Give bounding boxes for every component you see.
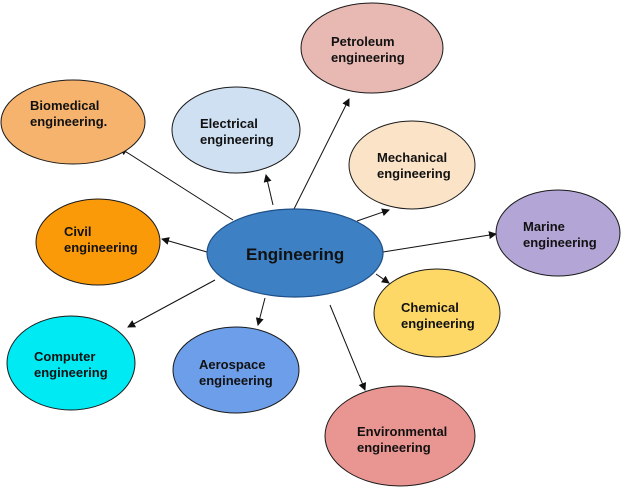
node-aerospace-label-line: engineering	[199, 373, 273, 388]
node-chemical-ellipse	[373, 268, 501, 358]
node-aerospace-ellipse	[172, 326, 300, 414]
node-biomedical-ellipse	[0, 79, 146, 165]
node-mechanical-label-line: engineering	[377, 166, 451, 181]
node-electrical-label-line: Electrical	[200, 116, 258, 131]
node-marine-label-line: engineering	[523, 235, 597, 250]
node-environmental-ellipse	[324, 385, 476, 487]
node-environmental-label-line: engineering	[357, 440, 431, 455]
node-petroleum-ellipse	[300, 2, 444, 94]
center-node: Engineering	[206, 208, 384, 298]
node-mechanical-label-line: Mechanical	[377, 150, 447, 165]
arrow-to-biomedical	[119, 147, 234, 221]
arrow-to-petroleum	[293, 98, 350, 210]
connector-arrows	[119, 98, 497, 391]
node-electrical-label-line: engineering	[200, 132, 274, 147]
node-petroleum-label-line: Petroleum	[331, 34, 395, 49]
node-marine-ellipse	[495, 189, 621, 277]
arrow-to-marine	[382, 231, 497, 253]
node-biomedical-label-line: Biomedical	[30, 98, 99, 113]
node-biomedical-label-line: engineering.	[30, 114, 107, 129]
arrow-to-environmental	[329, 304, 367, 391]
node-mechanical-ellipse	[348, 120, 476, 210]
node-electrical-ellipse	[171, 86, 301, 174]
node-civil-ellipse	[35, 198, 161, 286]
arrow-to-mechanical	[356, 208, 390, 222]
arrow-to-computer	[127, 279, 216, 328]
center-node-ellipse	[206, 208, 384, 298]
node-environmental-label-line: Environmental	[357, 424, 447, 439]
arrow-to-chemical	[375, 273, 390, 284]
center-node-label: Engineering	[246, 245, 344, 264]
arrow-to-electrical	[263, 174, 274, 206]
arrow-to-aerospace	[255, 297, 266, 326]
node-computer-ellipse	[6, 315, 136, 411]
arrow-to-civil	[161, 237, 208, 253]
node-marine-label-line: Marine	[523, 219, 565, 234]
node-chemical-label-line: Chemical	[401, 300, 459, 315]
node-civil-label-line: engineering	[64, 240, 138, 255]
node-computer-label-line: engineering	[34, 365, 108, 380]
node-aerospace-label-line: Aerospace	[199, 357, 265, 372]
node-petroleum-label-line: engineering	[331, 50, 405, 65]
node-civil-label-line: Civil	[64, 224, 91, 239]
node-computer-label-line: Computer	[34, 349, 95, 364]
node-chemical-label-line: engineering	[401, 316, 475, 331]
